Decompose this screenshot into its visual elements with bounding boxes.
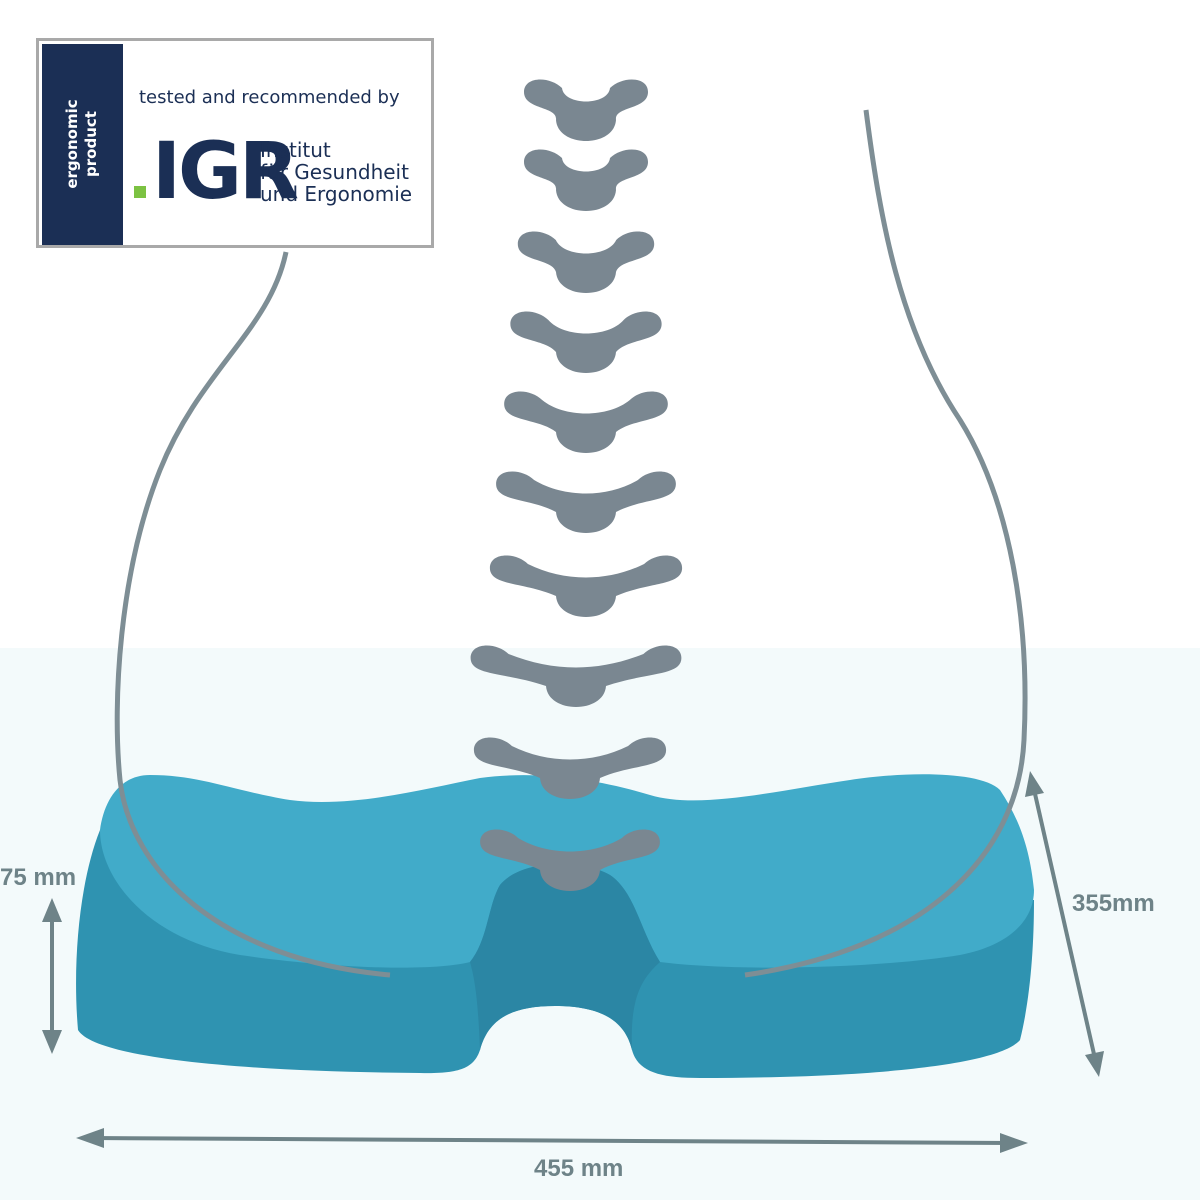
depth-arrow-bottom	[1085, 1051, 1104, 1077]
width-dimension-label: 455 mm	[534, 1155, 624, 1182]
height-arrow-bottom	[42, 1030, 62, 1054]
depth-dimension-line	[1031, 784, 1098, 1064]
igr-logo-text: IGR	[152, 127, 299, 217]
vertebra-5	[504, 391, 668, 453]
badge-side-text: ergonomic product	[63, 99, 100, 189]
dimension-lines	[42, 771, 1104, 1153]
vertebra-6	[496, 471, 676, 533]
body-outline-left	[114, 251, 391, 978]
body-outline	[114, 109, 1028, 978]
width-arrow-right	[1000, 1133, 1028, 1153]
vertebra-2	[524, 149, 648, 211]
depth-arrow-top	[1025, 771, 1044, 797]
cushion-top-face	[100, 774, 1034, 968]
cushion-cutout-wall	[470, 863, 660, 1050]
badge-side-panel: ergonomic product	[42, 44, 123, 245]
igr-logo: IGR	[134, 133, 299, 211]
vertebra-4	[510, 311, 662, 373]
width-dimension-line	[91, 1136, 1013, 1145]
institute-name: Institut für Gesundheit und Ergonomie	[260, 138, 413, 206]
vertebra-7	[489, 555, 683, 617]
logo-dot-icon	[134, 186, 146, 198]
height-dimension-label: 75 mm	[0, 864, 77, 891]
certification-badge: ergonomic product tested and recommended…	[36, 38, 434, 248]
vertebra-8	[470, 645, 682, 707]
vertebra-3	[517, 231, 655, 293]
body-outline-right	[744, 109, 1028, 978]
vertebra-9	[473, 737, 667, 799]
depth-dimension-label: 355mm	[1072, 890, 1155, 917]
seat-cushion	[76, 774, 1035, 1078]
vertebra-10	[480, 829, 660, 891]
height-arrow-top	[42, 898, 62, 922]
spine	[470, 79, 683, 891]
badge-tested-text: tested and recommended by	[139, 87, 400, 108]
vertebra-1	[524, 79, 648, 141]
width-arrow-left	[76, 1128, 104, 1148]
